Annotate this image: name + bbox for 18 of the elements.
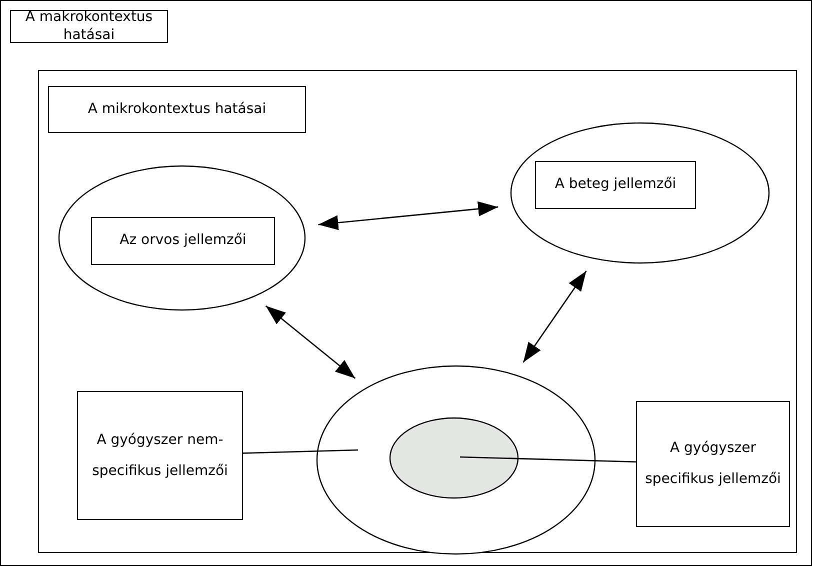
box-label: A makrokontextus hatásai [24, 9, 154, 44]
text-box [48, 86, 306, 133]
box-label: Az orvos jellemzői [118, 232, 248, 250]
text-box [636, 401, 790, 527]
text-box [535, 161, 696, 209]
text-box [77, 391, 243, 520]
text-box [10, 10, 168, 43]
text-box [91, 217, 275, 265]
double-arrow [265, 305, 356, 379]
leader-line [460, 456, 636, 463]
double-arrow [522, 270, 587, 363]
box-label: A mikrokontextus hatásai [86, 100, 268, 118]
double-arrow [318, 201, 498, 230]
frame [38, 70, 797, 553]
leader-line [242, 449, 358, 454]
box-label: A beteg jellemzői [554, 176, 678, 194]
box-label: A gyógyszer specifikus jellemzői [644, 439, 782, 489]
box-label: A gyógyszer nem-specifikus jellemzői [91, 430, 229, 480]
